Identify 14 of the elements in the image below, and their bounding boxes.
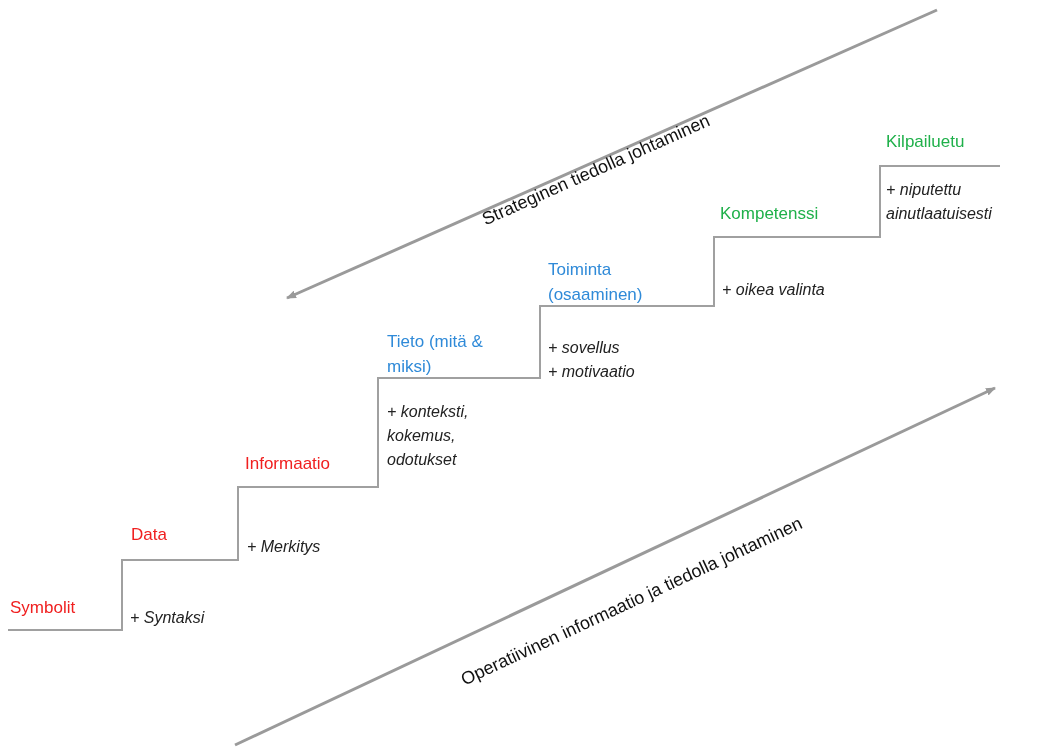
step-note: + niputettu ainutlaatuisesti: [886, 181, 992, 222]
step-note: + konteksti, kokemus, odotukset: [387, 403, 469, 468]
step-label: Toiminta (osaaminen): [548, 260, 643, 304]
step-label: Data: [131, 525, 167, 544]
step-note: + Merkitys: [247, 538, 321, 555]
step-note: + motivaatio: [548, 363, 635, 380]
step-label: Tieto (mitä & miksi): [387, 332, 483, 376]
step-label: Kompetenssi: [720, 204, 819, 223]
step-label: Symbolit: [10, 598, 76, 617]
step-label: Kilpailuetu: [886, 132, 965, 151]
step-note: + oikea valinta: [722, 281, 825, 298]
step-note: + Syntaksi: [130, 609, 205, 626]
step-note: + sovellus: [548, 339, 620, 356]
step-label: Informaatio: [245, 454, 331, 473]
